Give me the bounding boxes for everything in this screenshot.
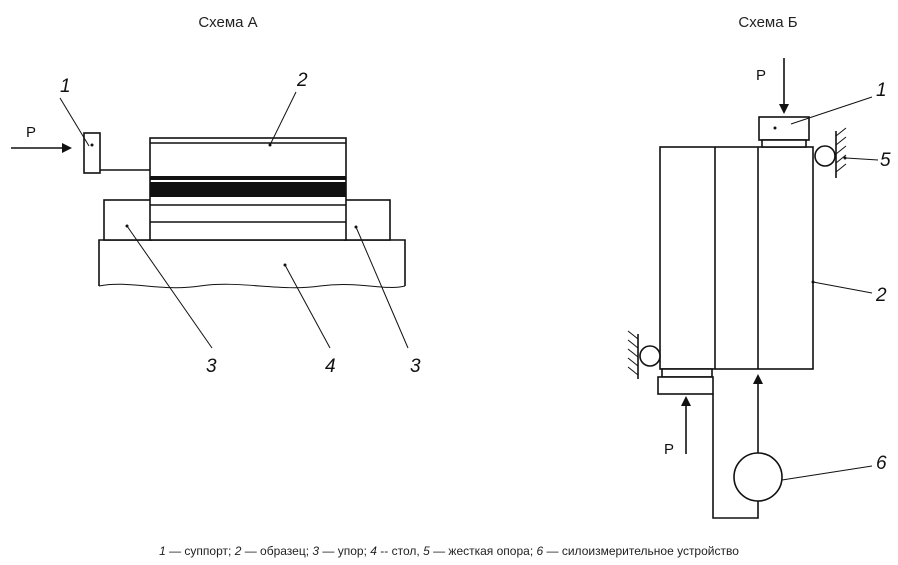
- rigid-support-left: [627, 330, 661, 379]
- specimen-b: [659, 146, 814, 370]
- caption-n1: 1: [159, 544, 166, 558]
- caption-n6: 6: [537, 544, 544, 558]
- scheme-b-title: Схема Б: [738, 14, 797, 31]
- caption-n3: 3: [312, 544, 319, 558]
- leader-support-b: [790, 96, 873, 125]
- scheme-a: Схема А P: [11, 14, 421, 377]
- load-device: [712, 374, 783, 519]
- scheme-b: Схема Б: [627, 14, 891, 519]
- label-rigid-support: 5: [880, 150, 891, 171]
- caption-t2: — образец;: [241, 544, 312, 558]
- caption-legend: 1 — суппорт; 2 — образец; 3 — упор; 4 --…: [159, 544, 739, 558]
- caption-t3: — упор;: [319, 544, 370, 558]
- label-table: 4: [325, 356, 336, 377]
- force-label-b-top: P: [756, 67, 766, 84]
- label-specimen-b: 2: [875, 285, 887, 306]
- dot-specimen-a: [268, 143, 272, 147]
- caption-t1: — суппорт;: [166, 544, 235, 558]
- caption-n5: 5: [423, 544, 430, 558]
- stop-left: [103, 199, 152, 241]
- support-b-top: [758, 116, 810, 148]
- dot-stop-right: [354, 225, 358, 229]
- caption-n4: 4: [370, 544, 377, 558]
- specimen-a: [149, 137, 347, 241]
- label-stop-left: 3: [206, 356, 217, 377]
- dot-stop-left: [125, 224, 129, 228]
- label-support-b: 1: [876, 80, 887, 101]
- table-break-line: [98, 283, 406, 289]
- leader-specimen-b: [812, 281, 873, 294]
- caption-t5: — жесткая опора;: [430, 544, 537, 558]
- caption-t4: -- стол,: [377, 544, 423, 558]
- leader-table: [284, 264, 331, 349]
- caption-n2: 2: [234, 544, 242, 558]
- leader-stop-left: [126, 225, 213, 349]
- force-label-a: P: [26, 124, 36, 141]
- leader-support-a: [59, 97, 90, 147]
- force-label-b-bottom: P: [664, 441, 674, 458]
- dot-specimen-b: [811, 280, 815, 284]
- scheme-a-title: Схема А: [198, 14, 257, 31]
- caption-t6: — силоизмерительное устройство: [543, 544, 739, 558]
- dot-table: [283, 263, 287, 267]
- leader-stop-right: [355, 226, 409, 349]
- stop-right: [344, 199, 391, 241]
- table-body: [98, 239, 406, 286]
- label-stop-right: 3: [410, 356, 421, 377]
- leader-rigid-support: [845, 157, 879, 161]
- support-a: [83, 132, 150, 174]
- label-load-device: 6: [876, 453, 887, 474]
- label-specimen-a: 2: [296, 70, 308, 91]
- support-b-bottom: [657, 368, 714, 395]
- leader-load-device: [781, 465, 873, 481]
- rigid-support-right: [814, 127, 847, 178]
- label-support-a: 1: [60, 76, 71, 97]
- leader-specimen-a: [269, 91, 297, 146]
